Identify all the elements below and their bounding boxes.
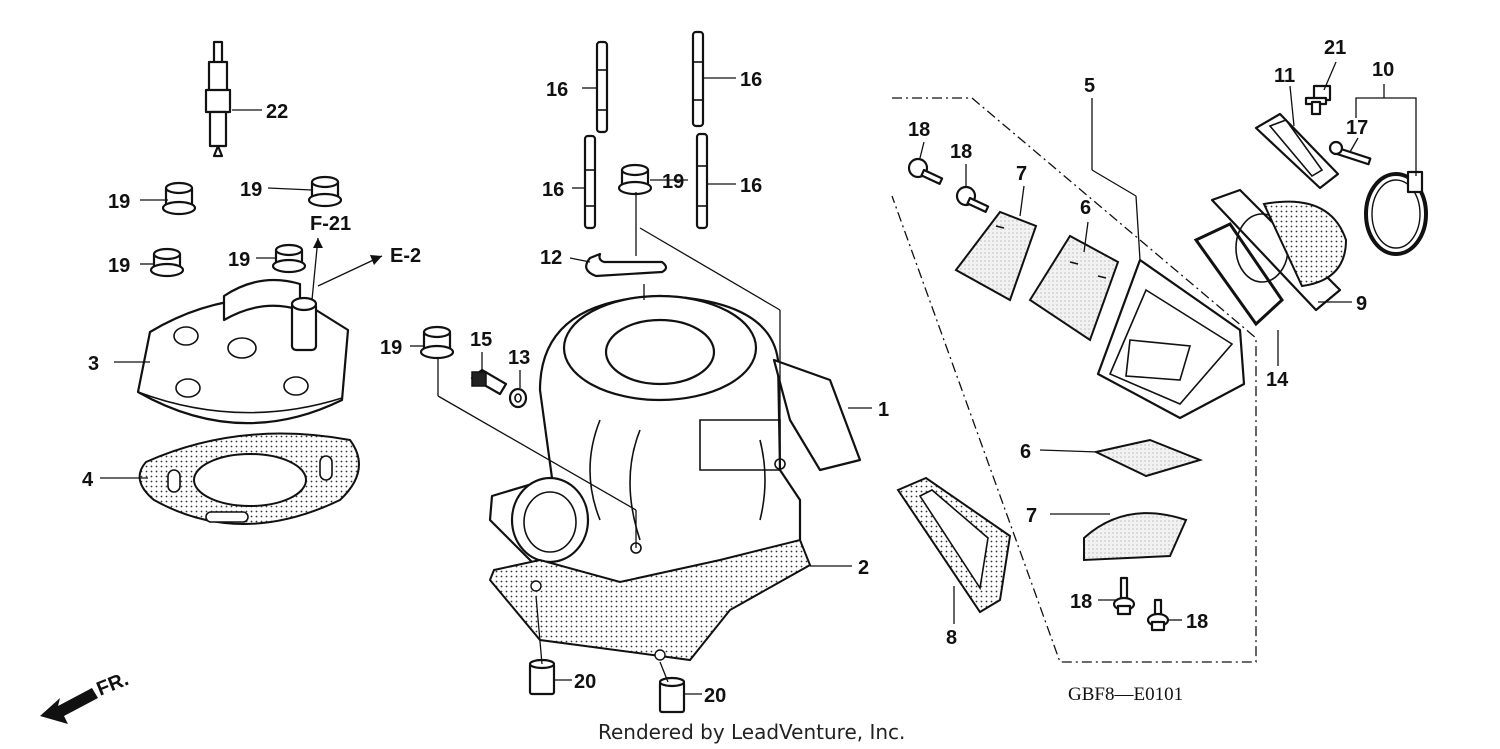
- callout-19: 19: [228, 249, 250, 271]
- reed-valve-gasket: [896, 476, 1012, 614]
- callout-16: 16: [542, 179, 564, 201]
- screw: [955, 185, 990, 213]
- flange-nut: [617, 163, 653, 196]
- callout-18: 18: [950, 141, 972, 163]
- callout-11: 11: [1274, 65, 1295, 87]
- screw: [1146, 598, 1170, 632]
- flange-nut: [419, 325, 455, 360]
- screw: [1112, 576, 1136, 616]
- callout-22: 22: [266, 101, 288, 123]
- flange-nut: [271, 243, 307, 274]
- callout-16: 16: [546, 79, 568, 101]
- base-gasket: [488, 538, 812, 662]
- callout-6: 6: [1020, 441, 1031, 463]
- callout-19: 19: [108, 191, 130, 213]
- clamp-screw: [1328, 140, 1372, 166]
- callout-15: 15: [470, 329, 492, 351]
- callout-6: 6: [1080, 197, 1091, 219]
- callout-21: 21: [1324, 37, 1346, 59]
- spark-plug: [204, 40, 232, 158]
- callout-14: 14: [1266, 369, 1289, 391]
- callout-17: 17: [1346, 117, 1368, 139]
- callout-12: 12: [540, 247, 562, 269]
- intake-gasket: [1193, 222, 1284, 327]
- reed-stopper: [1083, 512, 1188, 562]
- harness-clip: [585, 252, 668, 278]
- leader-lines: [100, 61, 1417, 695]
- callout-19: 19: [380, 337, 402, 359]
- callout-13: 13: [508, 347, 530, 369]
- reed-petal: [1028, 234, 1120, 342]
- callout-18: 18: [1186, 611, 1208, 633]
- callout-9: 9: [1356, 293, 1367, 315]
- head-gasket: [138, 432, 360, 525]
- reed-valve-body: [1096, 258, 1246, 420]
- stud-bolt: [695, 132, 709, 230]
- washer: [508, 387, 528, 409]
- flange-nut: [149, 247, 185, 278]
- callout-5: 5: [1084, 75, 1095, 97]
- reed-valve-assembly-frame: [891, 97, 1257, 663]
- reed-stopper: [954, 210, 1038, 302]
- callout-10: 10: [1372, 59, 1394, 81]
- reed-petal: [1092, 438, 1204, 478]
- callout-3: 3: [88, 353, 99, 375]
- dowel-pin: [658, 676, 686, 714]
- flange-nut: [307, 175, 343, 208]
- callout-20: 20: [704, 685, 726, 707]
- stud-bolt: [583, 134, 597, 230]
- callout-7: 7: [1026, 505, 1037, 527]
- callout-2: 2: [858, 557, 869, 579]
- front-arrow-icon: [40, 688, 98, 724]
- credit-line: Rendered by LeadVenture, Inc.: [598, 720, 905, 744]
- callout-20: 20: [574, 671, 596, 693]
- callout-8: 8: [946, 627, 957, 649]
- callout-1: 1: [878, 399, 889, 421]
- ref-e2: E-2: [390, 245, 421, 267]
- callout-16: 16: [740, 69, 762, 91]
- callout-16: 16: [740, 175, 762, 197]
- diagram-code: GBF8—E0101: [1068, 684, 1183, 705]
- flange-nut: [161, 181, 197, 216]
- callout-19: 19: [108, 255, 130, 277]
- ref-f21: F-21: [310, 213, 351, 235]
- callout-4: 4: [82, 469, 94, 491]
- intake-pipe: [1210, 188, 1348, 312]
- front-label: FR.: [94, 668, 132, 700]
- callout-19: 19: [240, 179, 262, 201]
- cylinder-head: [136, 278, 350, 425]
- callout-19: 19: [662, 171, 684, 193]
- callout-7: 7: [1016, 163, 1027, 185]
- callout-18: 18: [908, 119, 930, 141]
- callout-18: 18: [1070, 591, 1092, 613]
- screw: [907, 157, 944, 185]
- dowel-pin: [528, 658, 556, 696]
- intake-clamp: [1364, 170, 1428, 256]
- bolt: [470, 368, 508, 396]
- stud-bolt: [691, 30, 705, 128]
- mounting-bracket: [1254, 112, 1340, 190]
- stud-bolt: [595, 40, 609, 134]
- flange-bolt: [1304, 84, 1332, 116]
- cylinder: [488, 294, 862, 592]
